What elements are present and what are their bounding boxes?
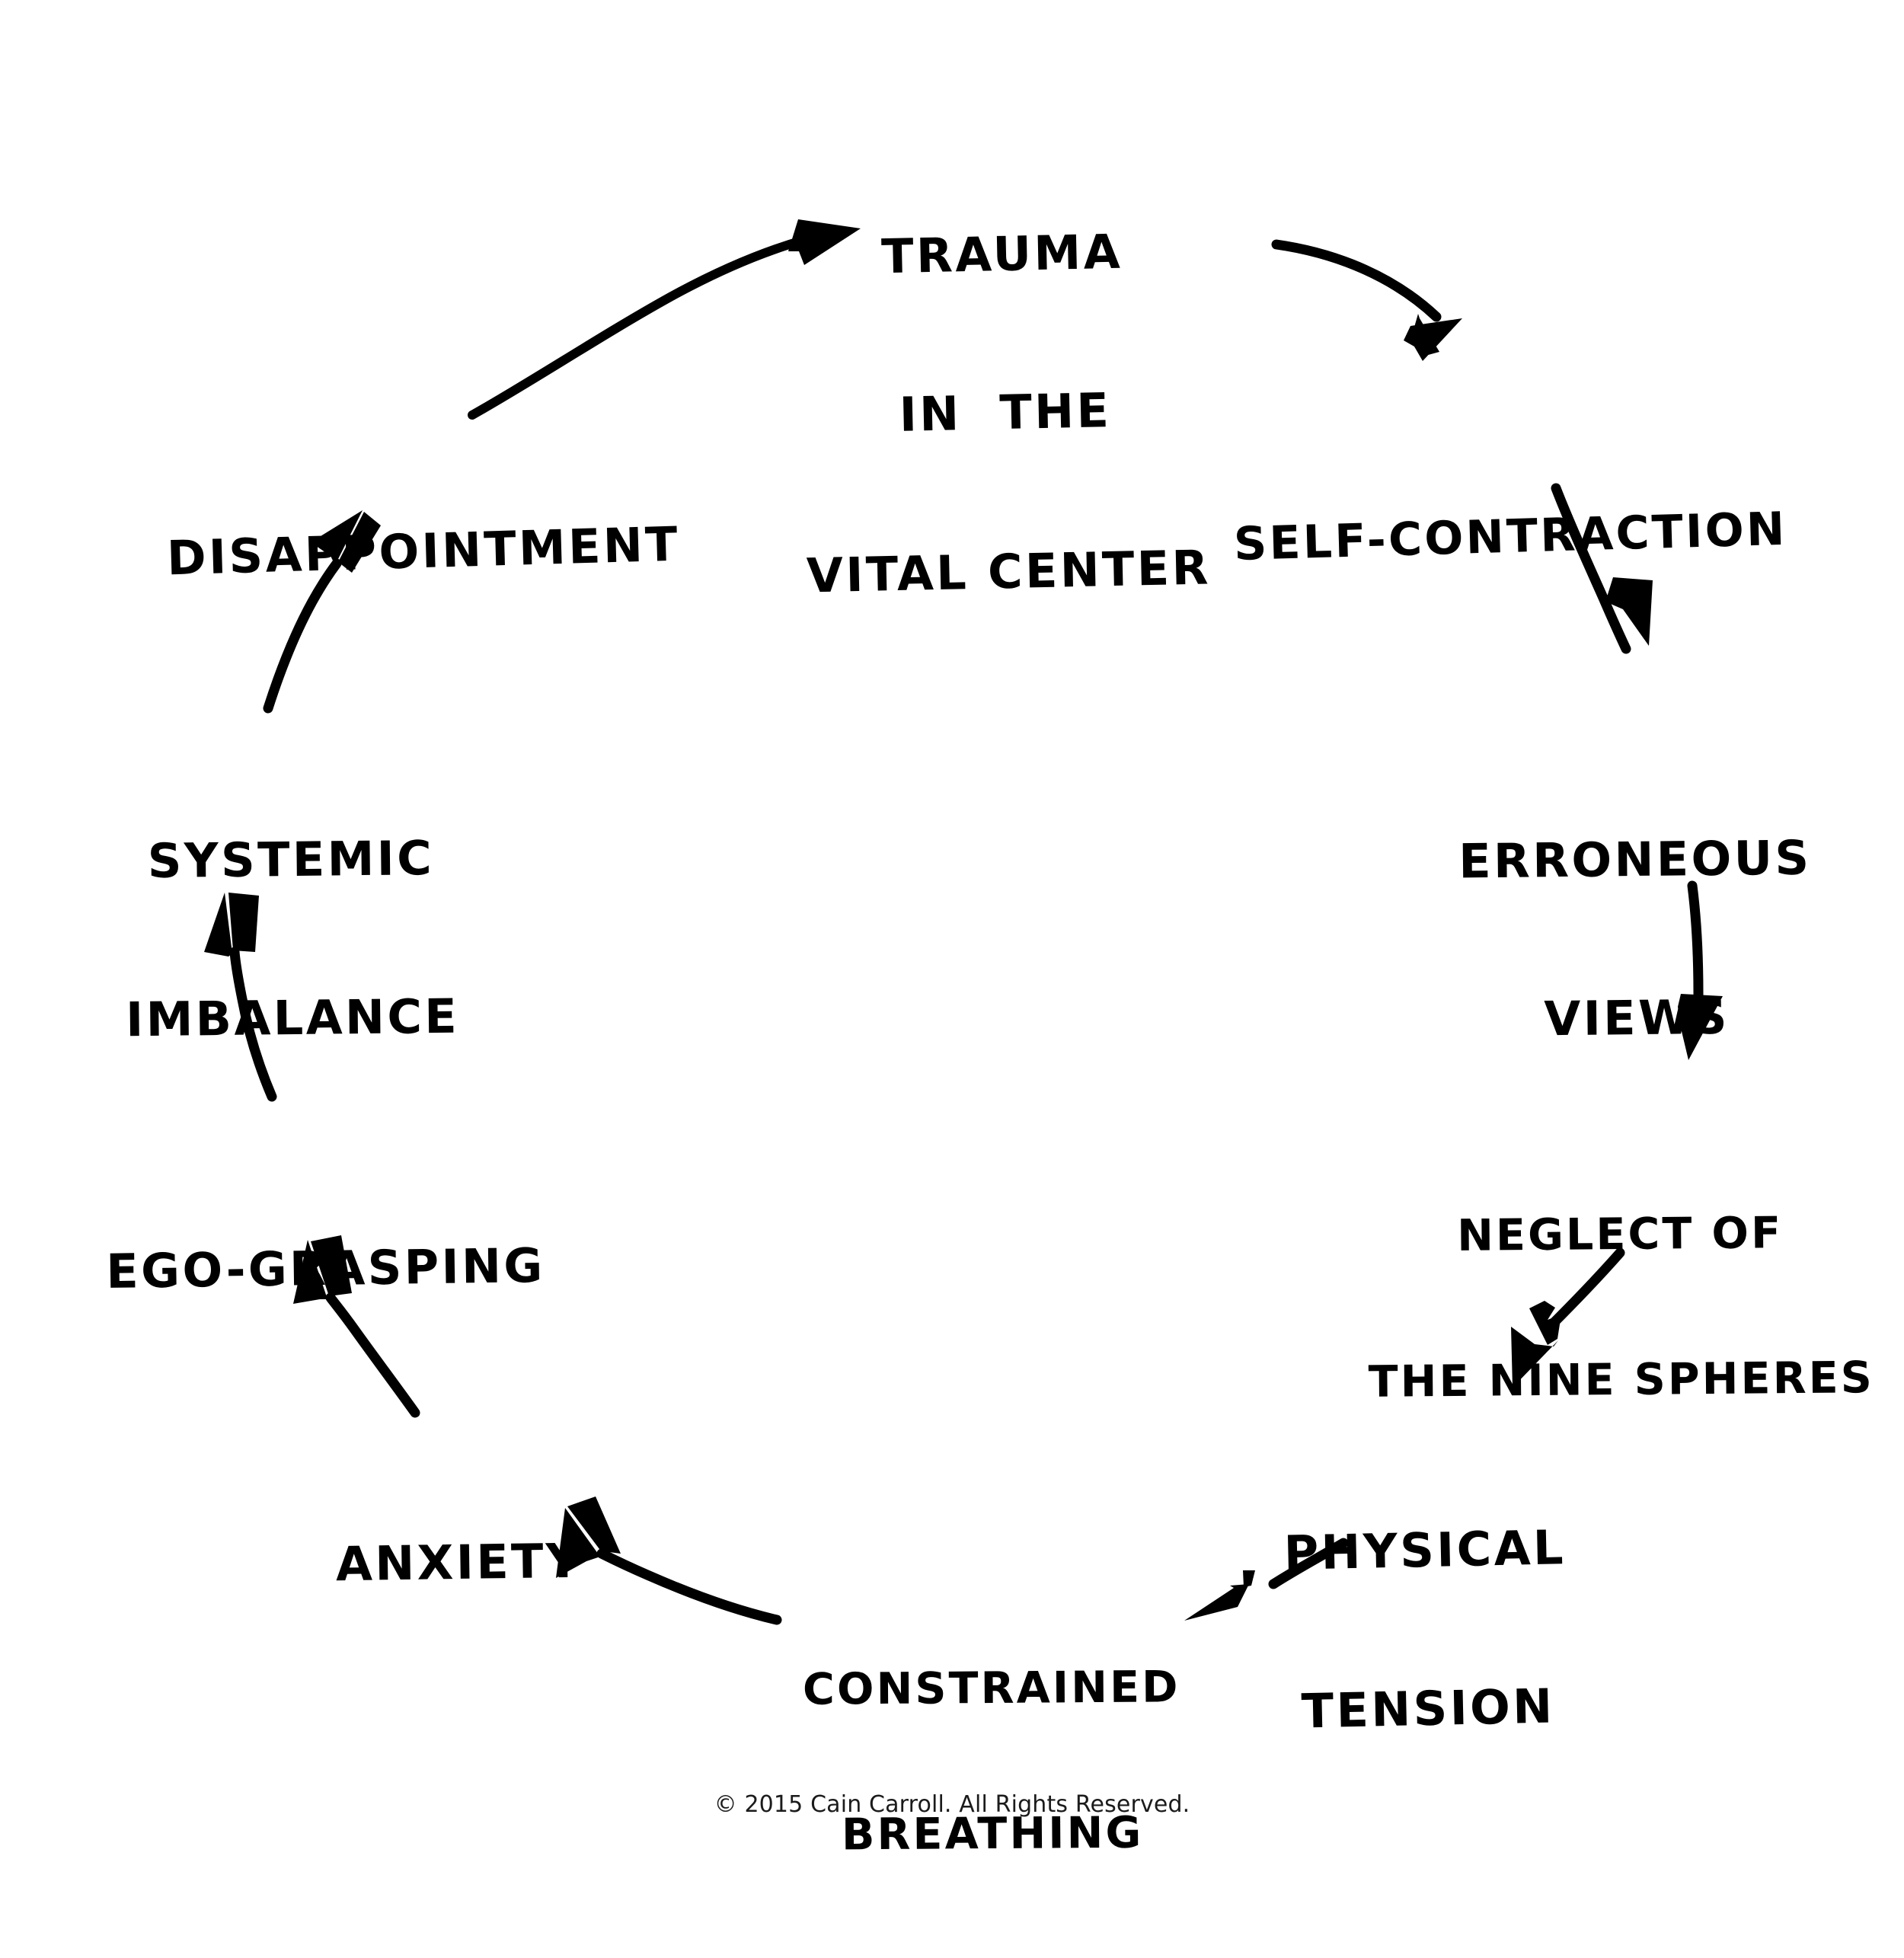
- node-physical-tension: PHYSICAL TENSION: [1228, 1414, 1625, 1845]
- node-constrained-breathing-line-0: CONSTRAINED: [802, 1661, 1180, 1715]
- node-trauma-line-2: VITAL CENTER: [806, 538, 1212, 604]
- diagram-canvas: TRAUMA IN THE VITAL CENTER SELF-CONTRACT…: [75, 117, 1875, 1861]
- copyright-footer: © 2015 Cain Carroll. All Rights Reserved…: [714, 1791, 1190, 1818]
- node-disappointment: DISAPPOINTMENT: [145, 411, 701, 691]
- node-erroneous-views: ERRONEOUS VIEWS: [1436, 725, 1836, 1152]
- node-neglect-line-0: NEGLECT OF: [1456, 1207, 1784, 1261]
- node-disappointment-line-0: DISAPPOINTMENT: [166, 516, 681, 586]
- node-systemic-imbalance-line-1: IMBALANCE: [125, 988, 460, 1048]
- node-systemic-imbalance: SYSTEMIC IMBALANCE: [91, 725, 492, 1152]
- node-erroneous-views-line-0: ERRONEOUS: [1458, 829, 1812, 890]
- node-erroneous-views-line-1: VIEWS: [1543, 989, 1730, 1047]
- node-ego-grasping: EGO-GRASPING: [75, 1132, 577, 1404]
- node-constrained-breathing: CONSTRAINED BREATHING: [783, 1566, 1201, 1957]
- node-neglect-line-1: THE NINE SPHERES: [1368, 1353, 1875, 1408]
- node-ego-grasping-line-0: EGO-GRASPING: [105, 1237, 546, 1299]
- node-trauma-line-0: TRAUMA: [880, 223, 1123, 285]
- node-anxiety: ANXIETY: [290, 1428, 629, 1697]
- node-self-contraction: SELF-CONTRACTION: [1230, 402, 1788, 673]
- node-systemic-imbalance-line-0: SYSTEMIC: [147, 829, 435, 889]
- node-self-contraction-line-0: SELF-CONTRACTION: [1233, 503, 1788, 572]
- node-trauma: TRAUMA IN THE VITAL CENTER: [763, 117, 1248, 709]
- arrow-trauma-to-self-contraction: [1271, 239, 1462, 361]
- node-physical-tension-line-1: TENSION: [1301, 1678, 1556, 1739]
- node-anxiety-line-0: ANXIETY: [335, 1532, 583, 1592]
- node-trauma-line-1: IN THE: [898, 382, 1112, 443]
- node-physical-tension-line-0: PHYSICAL: [1283, 1519, 1567, 1581]
